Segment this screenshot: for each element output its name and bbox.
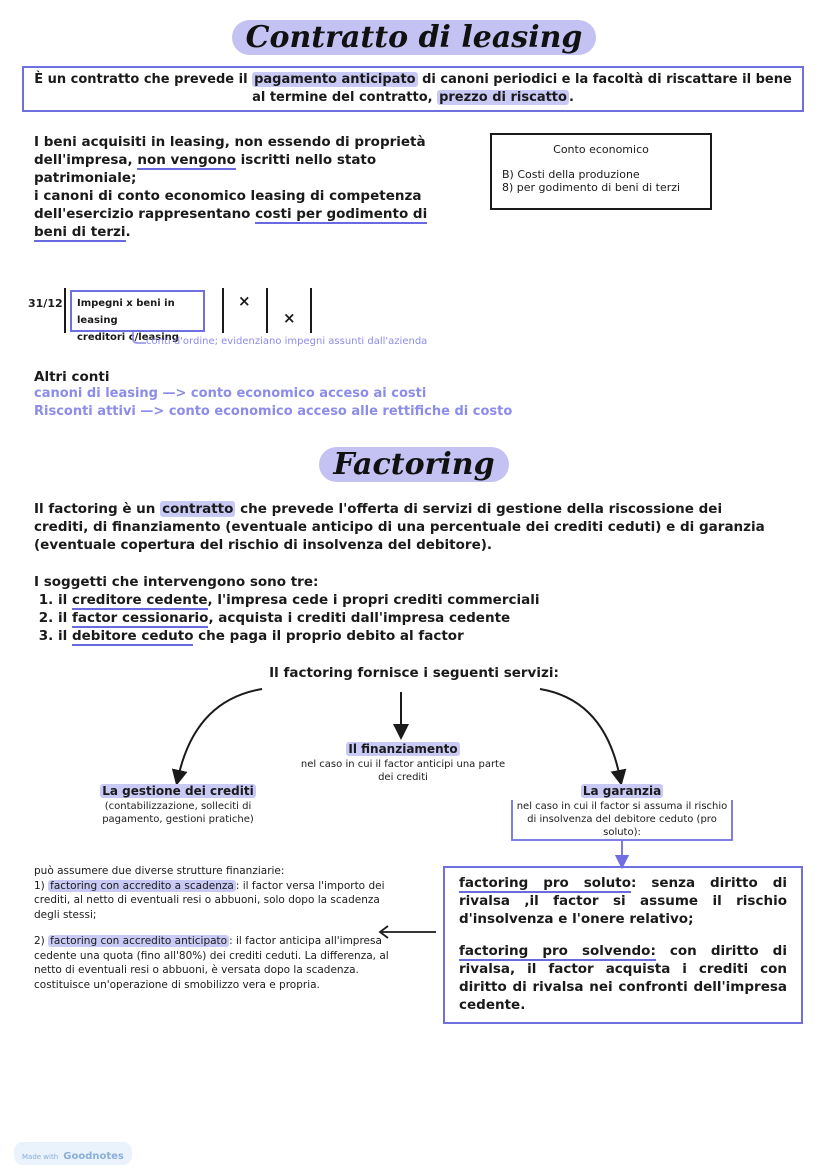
pro-solvendo: factoring pro solvendo: con diritto di r… xyxy=(459,943,787,1013)
structures-block: può assumere due diverse strutture finan… xyxy=(34,864,394,992)
service-finanziamento-desc: nel caso in cui il factor anticipi una p… xyxy=(300,759,506,783)
journal-divider-3 xyxy=(266,288,268,333)
service-garanzia: La garanzia nel caso in cui il factor si… xyxy=(514,780,730,839)
journal-divider-2 xyxy=(222,288,224,333)
conto-economico-box: Conto economico B) Costi della produzion… xyxy=(490,133,712,210)
highlight-accredito-anticipato: factoring con accredito anticipato xyxy=(48,935,230,947)
altri-conti-line-1: canoni di leasing —> conto economico acc… xyxy=(34,386,427,401)
highlight-contratto: contratto xyxy=(160,501,236,517)
leasing-definition-box: È un contratto che prevede il pagamento … xyxy=(22,66,804,112)
leasing-paragraph: I beni acquisiti in leasing, non essendo… xyxy=(34,134,428,242)
pro-soluto-box: factoring pro soluto: senza diritto di r… xyxy=(443,866,803,1024)
journal-account-1: Impegni x beni in leasing xyxy=(77,298,175,326)
service-gestione-desc: (contabilizzazione, solleciti di pagamen… xyxy=(102,801,254,825)
factoring-title: Factoring xyxy=(319,447,509,482)
structures-intro: può assumere due diverse strutture finan… xyxy=(34,865,285,877)
service-gestione: La gestione dei crediti (contabilizzazio… xyxy=(78,780,278,826)
altri-conti-line-2: Risconti attivi —> conto economico acces… xyxy=(34,404,513,419)
service-gestione-title: La gestione dei crediti xyxy=(100,784,256,798)
conto-economico-line-1: B) Costi della produzione xyxy=(502,168,640,181)
subject-item: il creditore cedente, l'impresa cede i p… xyxy=(58,591,658,610)
services-intro: Il factoring fornisce i seguenti servizi… xyxy=(269,665,559,681)
journal-divider-4 xyxy=(310,288,312,333)
leasing-title: Contratto di leasing xyxy=(231,20,597,55)
journal-note: conti d'ordine; evidenziano impegni assu… xyxy=(146,336,428,347)
service-garanzia-title: La garanzia xyxy=(580,784,664,798)
journal-date: 31/12 xyxy=(28,297,63,310)
conto-economico-line-2: 8) per godimento di beni di terzi xyxy=(502,181,681,194)
subjects-intro: I soggetti che intervengono sono tre: xyxy=(34,574,319,590)
goodnotes-badge: Made with Goodnotes xyxy=(14,1142,132,1165)
highlight-pagamento-anticipato: pagamento anticipato xyxy=(252,72,418,87)
services-arrows xyxy=(171,688,733,880)
altri-conti-heading: Altri conti xyxy=(34,369,110,385)
journal-accounts-box: Impegni x beni in leasing creditori c/le… xyxy=(70,290,205,343)
arrow-to-gestione xyxy=(171,688,263,786)
journal-mark-1: × xyxy=(238,292,251,310)
left-arrow-icon xyxy=(378,925,436,939)
made-with-label: Made with xyxy=(22,1153,59,1161)
arrow-to-garanzia xyxy=(539,688,627,786)
factoring-definition: Il factoring è un contratto che prevede … xyxy=(34,501,765,553)
subject-item: il factor cessionario, acquista i credit… xyxy=(58,609,658,628)
structure-2: 2) factoring con accredito anticipato: i… xyxy=(34,935,389,991)
highlight-prezzo-riscatto: prezzo di riscatto xyxy=(437,90,569,105)
subject-item: il debitore ceduto che paga il proprio d… xyxy=(58,627,658,646)
subjects-list: il creditore cedente, l'impresa cede i p… xyxy=(34,591,658,646)
structure-1: 1) factoring con accredito a scadenza: i… xyxy=(34,879,385,921)
goodnotes-logo: Goodnotes xyxy=(63,1151,124,1162)
highlight-accredito-scadenza: factoring con accredito a scadenza xyxy=(48,879,236,892)
journal-mark-2: × xyxy=(283,309,296,327)
journal-account-2: creditori c/leasing xyxy=(77,332,179,343)
journal-divider-1 xyxy=(64,288,66,333)
conto-economico-title: Conto economico xyxy=(553,143,649,156)
service-finanziamento-title: Il finanziamento xyxy=(346,742,460,756)
garanzia-bracket xyxy=(511,800,733,862)
service-garanzia-desc: nel caso in cui il factor si assuma il r… xyxy=(516,801,728,838)
journal-note-arrow xyxy=(132,332,146,344)
service-finanziamento: Il finanziamento nel caso in cui il fact… xyxy=(300,738,506,784)
pro-soluto: factoring pro soluto: senza diritto di r… xyxy=(459,875,787,927)
